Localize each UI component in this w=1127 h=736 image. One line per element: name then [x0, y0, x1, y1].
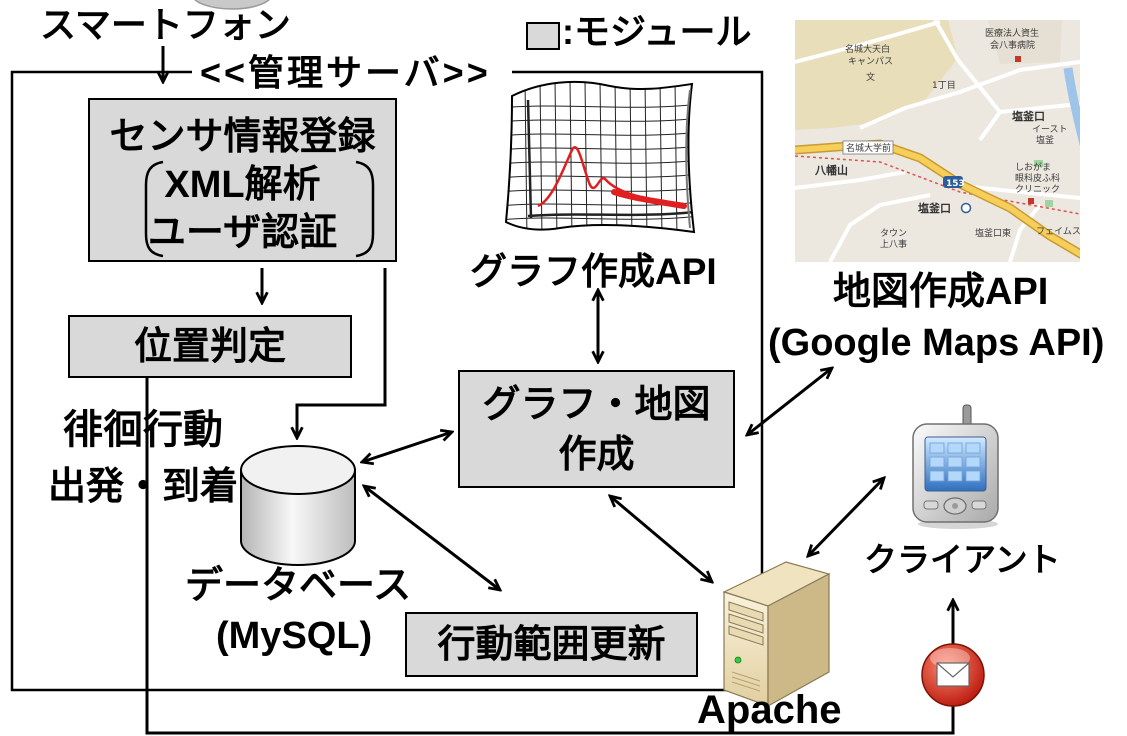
- map-minor-roads: [795, 20, 1080, 262]
- map-label-clinic: 眼科皮ふ科: [1015, 172, 1060, 184]
- pda-screen-keys: [929, 442, 981, 482]
- pda-left-button: [923, 500, 939, 510]
- sub-item-brackets: [144, 160, 375, 258]
- map-bus-stop-tag: [842, 140, 894, 155]
- right-bracket: [355, 160, 375, 258]
- server-drive-bays: [728, 601, 764, 646]
- map-label-station: 塩釜口: [918, 201, 951, 215]
- line-position-to-mail: [145, 378, 955, 735]
- line-chart-paper-icon: [504, 80, 696, 234]
- module-range-update-label: 行動範囲更新: [437, 624, 666, 666]
- map-rail-line: [795, 155, 1080, 215]
- database-body: [240, 469, 356, 566]
- partial-device-icon: [194, 0, 270, 10]
- map-label-campus: キャンパス: [848, 56, 893, 67]
- arrow-database-rangeupdate: [364, 486, 500, 590]
- map-label-town: 上八事: [880, 238, 907, 250]
- database-label: データベース: [185, 565, 412, 607]
- module-sensor-registration-title: センサ情報登録: [109, 116, 376, 158]
- legend-module-swatch: [526, 22, 560, 50]
- server-label: <<管理サーバ>>: [200, 52, 491, 93]
- map-label-hachimanyama: 八幡山: [814, 163, 848, 177]
- legend-label: :モジュール: [562, 11, 752, 52]
- arrow-database-graphmap: [362, 432, 452, 462]
- map-hospital-area: [988, 20, 1062, 64]
- map-label-east: イースト: [1032, 125, 1068, 135]
- module-sensor-registration: センサ情報登録 XML解析 ユーザ認証: [88, 98, 397, 262]
- map-label-area: 塩釜口: [1012, 109, 1045, 123]
- mail-envelope-flap: [936, 662, 970, 678]
- map-label-station-east: 塩釜口東: [975, 227, 1011, 239]
- arrow-apache-client: [808, 478, 884, 556]
- map-station-icon: [960, 202, 972, 214]
- web-server-label: Apache: [697, 688, 842, 732]
- server-side: [767, 573, 830, 708]
- graph-paper-outline: [504, 80, 696, 234]
- pda-nav-center: [952, 503, 958, 509]
- map-label-east: 塩釜: [1036, 134, 1054, 146]
- module-range-update: 行動範囲更新: [405, 612, 698, 677]
- arrow-graphmap-mapapi: [747, 368, 832, 435]
- client-label: クライアント: [864, 541, 1061, 578]
- database-engine-label: (MySQL): [216, 615, 373, 657]
- server-frame: [10, 70, 764, 692]
- module-graph-map-line-2: 作成: [558, 434, 635, 476]
- arrow-graphmap-apache: [610, 496, 712, 582]
- map-label-building: フェイムス: [1036, 226, 1081, 237]
- map-clinic-marker: [1028, 198, 1034, 204]
- graph-curve-tail: [611, 189, 687, 209]
- arrow-registration-to-database: [297, 268, 387, 438]
- pda-right-button: [971, 500, 987, 510]
- pda-phone-icon: [912, 404, 999, 529]
- map-label-school: 文: [866, 71, 875, 83]
- module-sensor-user-auth: ユーザ認証: [147, 212, 338, 254]
- map-label-hospital: 医療法人資生: [985, 27, 1039, 39]
- map-route-shield: [943, 176, 963, 188]
- graph-api-label: グラフ作成API: [470, 251, 717, 292]
- flow-label-wandering: 徘徊行動: [63, 408, 223, 452]
- map-park: [1045, 200, 1053, 207]
- server-vents: [731, 671, 761, 692]
- graph-paper-grid: [506, 81, 694, 232]
- map-api-label: 地図作成API: [833, 271, 1049, 313]
- map-label-town: タウン: [880, 228, 907, 239]
- map-label-campus: 名城大天白: [845, 43, 890, 55]
- map-label-district: 1丁目: [932, 80, 956, 91]
- map-label-bus-stop: 名城大学前: [846, 142, 891, 154]
- map-label-hospital: 会八事病院: [990, 39, 1035, 51]
- map-hospital-marker: [1015, 56, 1021, 62]
- module-graph-map-line-1: グラフ・地図: [482, 384, 711, 426]
- server-power-led: [734, 656, 742, 664]
- graph-paper-curl: [685, 89, 691, 229]
- database-cylinder-icon: [240, 445, 356, 566]
- smartphone-label: スマートフォン: [40, 4, 291, 45]
- module-position-judgment: 位置判定: [68, 315, 352, 378]
- map-label-clinic: しおがま: [1015, 161, 1051, 173]
- module-sensor-xml-parse: XML解析: [164, 164, 321, 206]
- left-bracket: [144, 160, 164, 258]
- server-tower-icon: [722, 561, 831, 708]
- module-position-judgment-label: 位置判定: [133, 326, 286, 368]
- flow-label-depart-arrive: 出発・到着: [48, 466, 239, 508]
- mail-icon: [921, 643, 985, 707]
- street-map-image: 名城大天白 キャンパス 文 1丁目 医療法人資生 会八事病院 塩釜口 イースト …: [795, 20, 1081, 262]
- map-park: [1034, 160, 1043, 167]
- map-label-route: 153: [946, 179, 965, 189]
- graph-paper-sheet: [506, 81, 694, 232]
- module-graph-map-creation: グラフ・地図 作成: [458, 370, 735, 488]
- map-api-provider-label: (Google Maps API): [768, 322, 1105, 364]
- database-top: [240, 445, 356, 495]
- map-river: [1063, 67, 1080, 147]
- mail-envelope: [936, 662, 970, 687]
- map-label-clinic: クリニック: [1015, 184, 1060, 195]
